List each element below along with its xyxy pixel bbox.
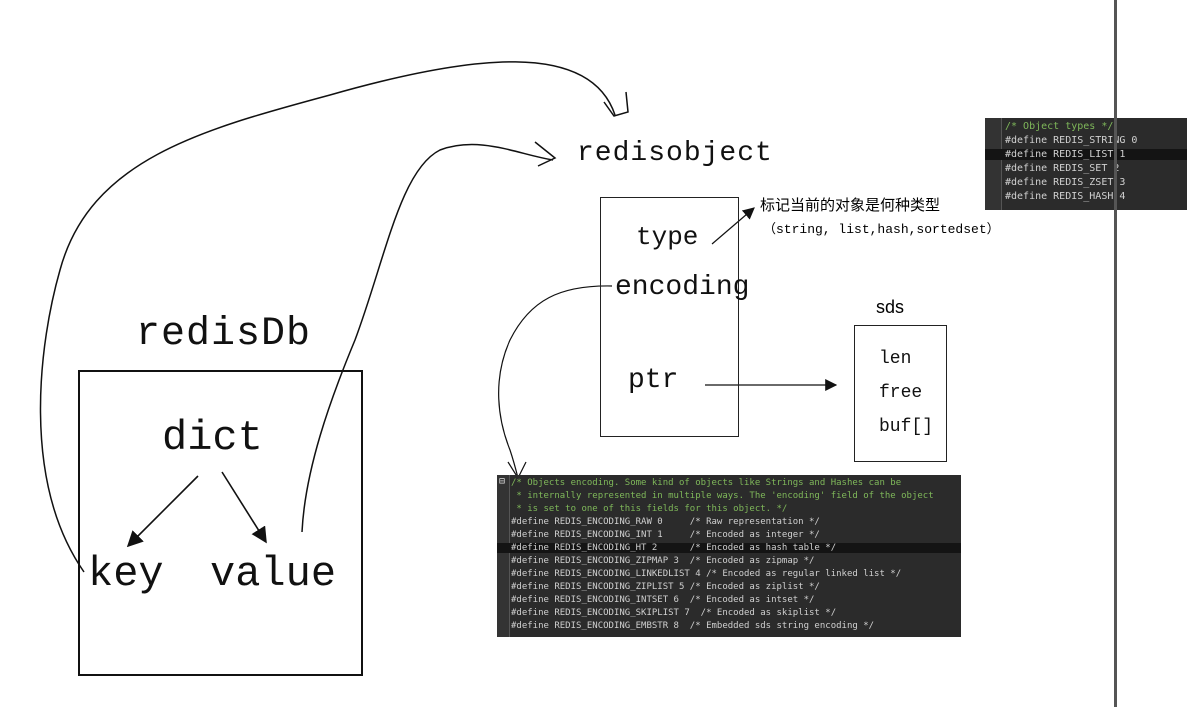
type-field-label: type <box>636 222 699 252</box>
sds-field-len: len <box>879 349 912 369</box>
code-line: #define REDIS_ENCODING_ZIPLIST 5 /* Enco… <box>511 582 820 592</box>
code-line: #define REDIS_ENCODING_SKIPLIST 7 /* Enc… <box>511 608 837 618</box>
code-line-highlighted: #define REDIS_LIST 1 <box>985 149 1187 160</box>
type-note: 标记当前的对象是何种类型 <box>760 196 941 214</box>
code-gutter <box>497 475 510 637</box>
arrowhead-redisobject <box>534 141 557 167</box>
code-line: #define REDIS_ENCODING_LINKEDLIST 4 /* E… <box>511 569 902 579</box>
code-line: /* Objects encoding. Some kind of object… <box>511 478 902 488</box>
dict-to-key-arrow <box>126 475 199 548</box>
type-note-examples: （string, list,hash,sortedset） <box>763 222 1000 237</box>
value-label: value <box>210 550 337 598</box>
sds-title: sds <box>876 297 905 317</box>
dict-to-value-arrow <box>221 471 267 544</box>
value-to-redisobject-curve <box>301 143 554 533</box>
redisobject-box <box>600 197 739 437</box>
object-types-code-panel: /* Object types */ #define REDIS_STRING … <box>985 118 1187 210</box>
code-line: #define REDIS_HASH 4 <box>1005 191 1126 202</box>
code-line: * is set to one of this fields for this … <box>511 504 788 514</box>
code-line: #define REDIS_ENCODING_INTSET 6 /* Encod… <box>511 595 815 605</box>
redisdb-box <box>78 370 363 676</box>
key-label: key <box>88 550 164 598</box>
dict-label: dict <box>162 414 263 462</box>
redisobject-title: redisobject <box>577 138 773 169</box>
window-edge-divider <box>1114 0 1117 707</box>
ptr-field-label: ptr <box>628 365 679 396</box>
code-line: #define REDIS_ENCODING_EMBSTR 8 /* Embed… <box>511 621 875 631</box>
sds-field-free: free <box>879 383 923 403</box>
code-line: * internally represented in multiple way… <box>511 491 934 501</box>
code-line: #define REDIS_STRING 0 <box>1005 135 1138 146</box>
arrowhead-top <box>603 91 629 117</box>
sds-field-buf: buf[] <box>879 417 934 437</box>
code-line-highlighted: #define REDIS_ENCODING_HT 2 /* Encoded a… <box>497 543 961 553</box>
encoding-to-code-curve <box>498 285 613 479</box>
code-line: #define REDIS_ZSET 3 <box>1005 177 1126 188</box>
object-encoding-code-panel: ⊟ /* Objects encoding. Some kind of obje… <box>497 475 961 637</box>
fold-marker-icon[interactable]: ⊟ <box>499 476 506 487</box>
code-line: /* Object types */ <box>1005 121 1114 132</box>
code-line: #define REDIS_ENCODING_INT 1 /* Encoded … <box>511 530 820 540</box>
type-to-note-arrow <box>711 207 755 245</box>
code-line: #define REDIS_ENCODING_RAW 0 /* Raw repr… <box>511 517 820 527</box>
key-to-redisobject-curve <box>39 61 616 573</box>
encoding-field-label: encoding <box>615 272 750 303</box>
code-line: #define REDIS_ENCODING_ZIPMAP 3 /* Encod… <box>511 556 815 566</box>
code-line: #define REDIS_SET 2 <box>1005 163 1120 174</box>
redisdb-title: redisDb <box>136 312 312 357</box>
sds-box <box>854 325 947 462</box>
code-gutter <box>985 118 1002 210</box>
